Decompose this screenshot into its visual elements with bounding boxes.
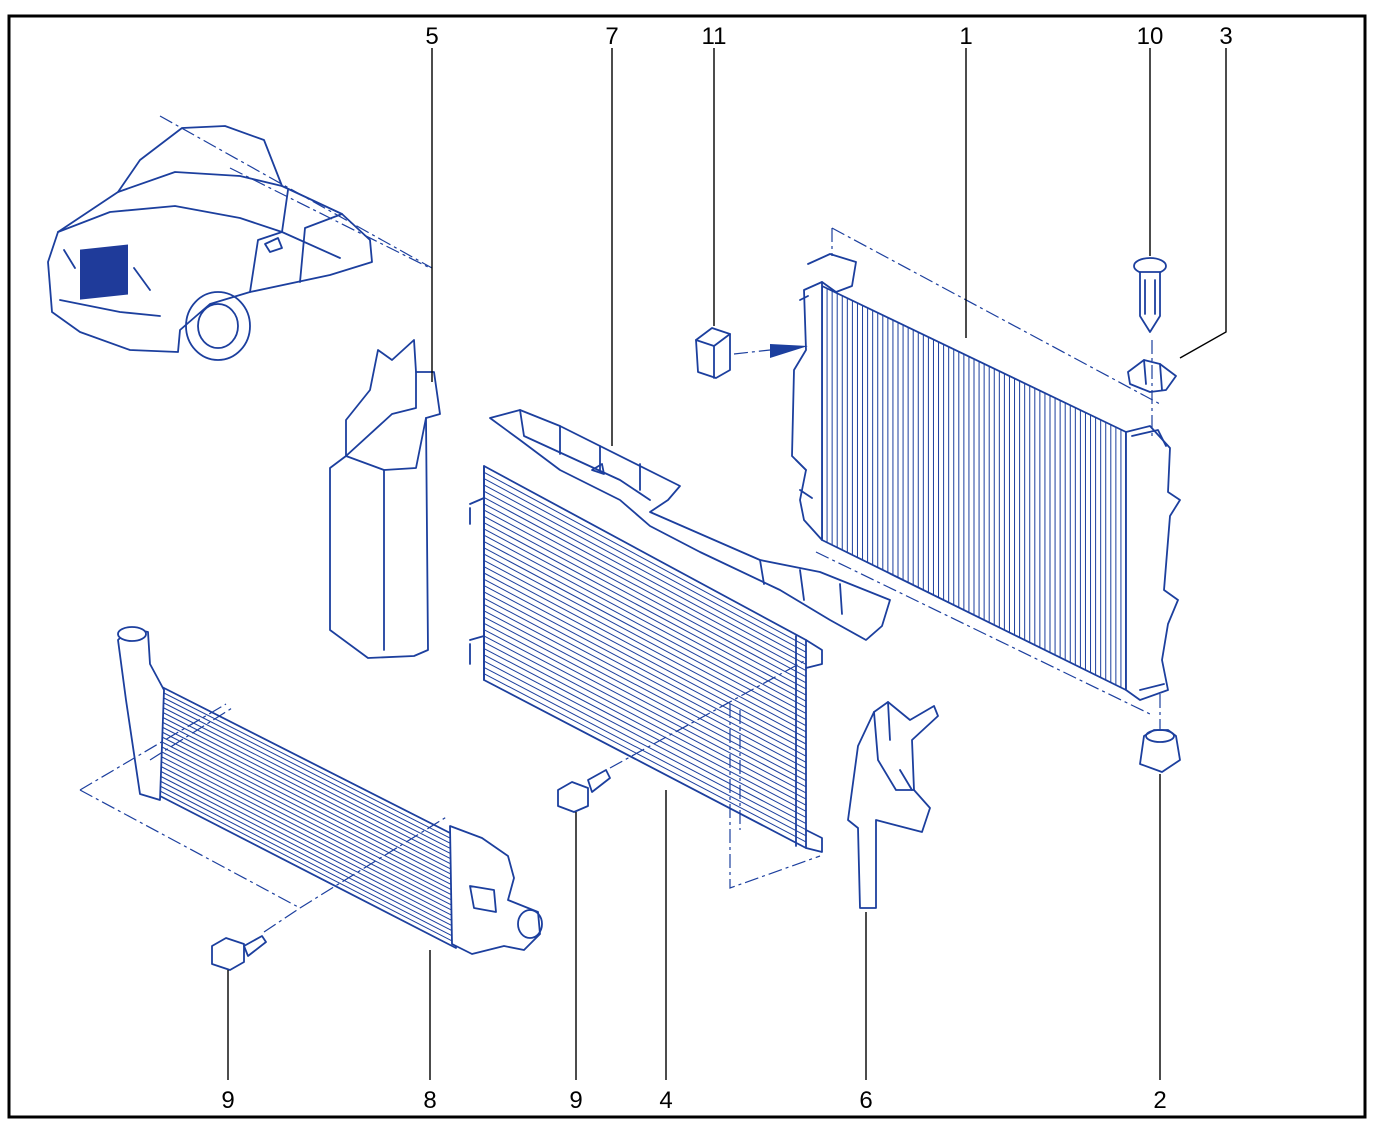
intercooler-fin — [159, 710, 457, 862]
callout-labels: 5 7 11 1 10 3 9 8 9 4 6 2 — [221, 23, 1232, 1114]
condenser-fin — [483, 515, 807, 690]
part-1-radiator — [791, 227, 1181, 715]
callout-9-center: 9 — [569, 1087, 582, 1114]
condenser-fin — [483, 572, 807, 745]
callout-10: 10 — [1137, 23, 1164, 50]
callout-3: 3 — [1219, 23, 1232, 50]
intercooler-fin — [159, 740, 457, 893]
intercooler-fin — [159, 700, 457, 852]
intercooler-fin — [159, 720, 457, 873]
part-7-upper-bracket — [489, 409, 891, 641]
intercooler-fin — [159, 755, 457, 908]
vehicle-locator — [47, 115, 433, 361]
condenser-fin — [483, 559, 807, 733]
condenser-fin — [483, 641, 807, 812]
condenser-fin — [483, 553, 807, 727]
condenser-fin — [483, 528, 807, 702]
intercooler-fin — [159, 690, 457, 842]
callout-1: 1 — [959, 23, 972, 50]
condenser-fin — [483, 585, 807, 757]
condenser-fin — [483, 635, 807, 806]
callout-11: 11 — [702, 23, 727, 50]
intercooler-fin — [159, 790, 457, 944]
condenser-fin — [483, 660, 807, 831]
leader-lines — [227, 48, 1227, 1080]
condenser-fin — [483, 547, 807, 720]
condenser-fin — [483, 622, 807, 794]
condenser-fin — [483, 509, 807, 684]
part-3-bracket — [1127, 340, 1177, 440]
part-9-bolt-center — [557, 659, 821, 889]
condenser-fin — [483, 541, 807, 714]
front-grille-highlight — [80, 244, 128, 300]
part-2-mount — [1139, 694, 1181, 773]
intercooler-fin — [159, 765, 457, 918]
condenser-fin — [483, 666, 807, 837]
callout-8: 8 — [423, 1087, 436, 1114]
part-6-side-deflector — [847, 701, 939, 909]
intercooler-fin — [159, 750, 457, 903]
condenser-fin — [483, 566, 807, 739]
callout-5: 5 — [425, 23, 438, 50]
intercooler-fin — [159, 730, 457, 883]
condenser-fin — [483, 497, 807, 672]
arrow-icon — [770, 344, 808, 358]
condenser-fin — [483, 629, 807, 800]
condenser-fin — [483, 597, 807, 769]
radiator-fins — [826, 288, 1122, 688]
intercooler-fin — [159, 760, 457, 913]
intercooler-fin — [159, 780, 457, 934]
condenser-fin — [483, 490, 807, 665]
condenser-fin — [483, 654, 807, 824]
intercooler-fin — [159, 745, 457, 898]
condenser-fin — [483, 616, 807, 788]
condenser-fin — [483, 648, 807, 818]
intercooler-fin — [159, 735, 457, 888]
intercooler-fin — [159, 705, 457, 857]
condenser-fin — [483, 478, 807, 653]
intercooler-fins — [159, 690, 457, 944]
callout-7: 7 — [605, 23, 618, 50]
part-5-air-deflector — [329, 339, 441, 659]
condenser-fin — [483, 522, 807, 696]
callout-2: 2 — [1153, 1087, 1166, 1114]
condenser-fin — [483, 673, 807, 843]
callout-4: 4 — [659, 1087, 672, 1114]
part-9-bolt-left — [211, 907, 301, 971]
condenser-fin — [483, 610, 807, 782]
callout-6: 6 — [859, 1087, 872, 1114]
intercooler-fin — [159, 695, 457, 847]
condenser-fins — [483, 471, 807, 843]
condenser-fin — [483, 591, 807, 763]
intercooler-fin — [159, 775, 457, 929]
intercooler-fin — [159, 770, 457, 923]
intercooler-fin — [159, 785, 457, 939]
condenser-fin — [483, 604, 807, 776]
part-4-condenser — [469, 465, 823, 853]
part-8-intercooler — [79, 626, 543, 955]
condenser-fin — [483, 534, 807, 708]
part-11-clip — [695, 327, 808, 379]
condenser-fin — [483, 578, 807, 751]
condenser-fin — [483, 503, 807, 678]
condenser-fin — [483, 484, 807, 659]
diagram-frame — [7, 14, 1367, 1119]
callout-9-left: 9 — [221, 1087, 234, 1114]
intercooler-fin — [159, 725, 457, 878]
part-10-fastener — [1133, 257, 1167, 333]
condenser-fin — [483, 471, 807, 647]
